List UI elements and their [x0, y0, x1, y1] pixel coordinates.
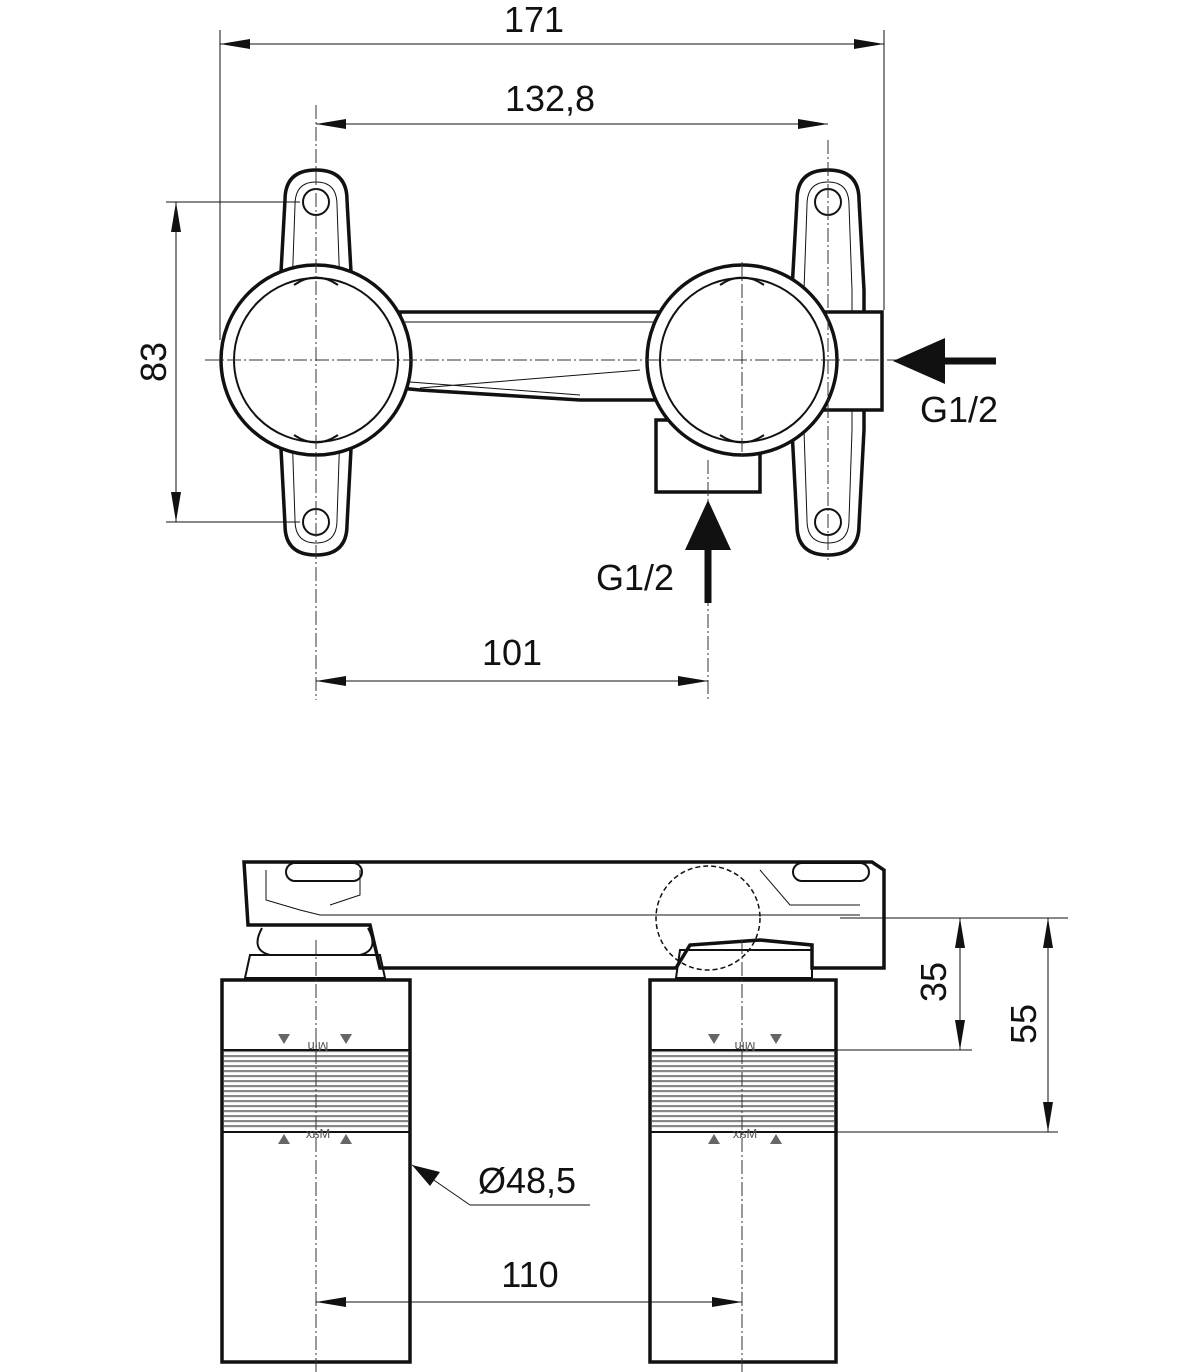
side-inlet-label: G1/2: [920, 389, 998, 430]
dim-flange-height: 83: [133, 342, 174, 382]
dim-max-depth: 55: [1003, 1004, 1044, 1044]
dim-overall-width: 171: [504, 0, 564, 40]
dim-flange-spacing: 132,8: [505, 78, 595, 119]
min-marker-left: Min: [308, 1039, 329, 1054]
dim-cylinder-spacing: 110: [501, 1254, 558, 1295]
side-inlet-arrow: [893, 338, 996, 384]
min-marker-right: Min: [735, 1039, 756, 1054]
dim-min-depth: 35: [913, 962, 954, 1002]
max-marker-left: Max: [305, 1126, 330, 1141]
bottom-inlet-label: G1/2: [596, 557, 674, 598]
dim-diameter: Ø48,5: [478, 1160, 576, 1201]
max-marker-right: Max: [732, 1126, 757, 1141]
diameter-leader: [411, 1164, 590, 1206]
top-view: 171 132,8 83 101 G1/2 G1/2: [133, 0, 998, 700]
dim-inlet-offset: 101: [482, 632, 542, 673]
right-cylinder: Min Max: [648, 978, 838, 1364]
side-view: Min Max Min Max 35 55 Ø48,5 110: [220, 860, 1068, 1372]
bottom-inlet-arrow: [685, 500, 731, 603]
